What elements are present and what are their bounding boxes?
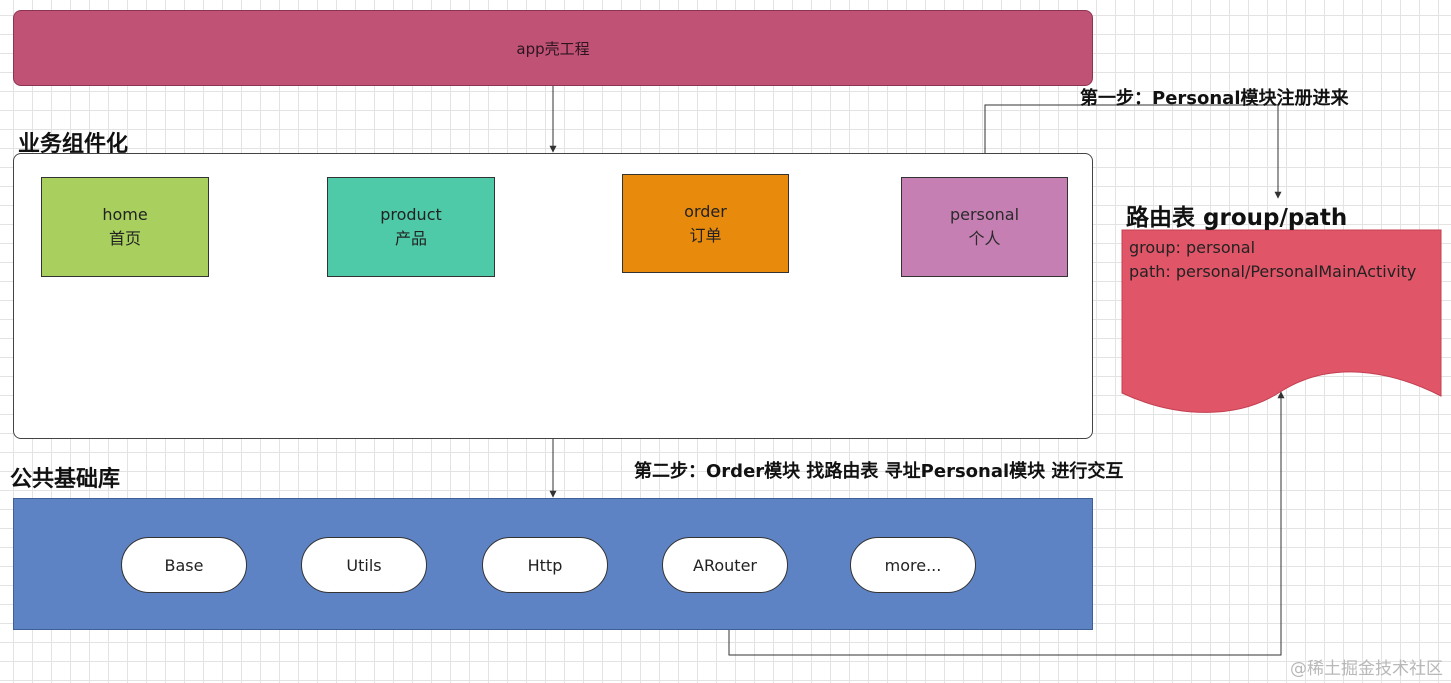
module-order-zh: 订单 bbox=[689, 225, 722, 245]
app-shell-label: app壳工程 bbox=[516, 39, 590, 58]
business-title: 业务组件化 bbox=[18, 132, 129, 157]
lib-more: more... bbox=[850, 537, 976, 593]
module-home: home 首页 bbox=[41, 177, 209, 277]
step2-label: 第二步：Order模块 找路由表 寻址Personal模块 进行交互 bbox=[634, 461, 1124, 482]
route-group-line: group: personal bbox=[1129, 238, 1256, 257]
lib-http: Http bbox=[482, 537, 608, 593]
module-home-en: home bbox=[102, 205, 148, 224]
lib-utils: Utils bbox=[301, 537, 427, 593]
module-personal-zh: 个人 bbox=[968, 229, 1001, 248]
lib-arouter: ARouter bbox=[662, 537, 788, 593]
module-personal: personal 个人 bbox=[901, 177, 1068, 277]
module-product-zh: 产品 bbox=[394, 229, 427, 248]
module-order: order 订单 bbox=[622, 174, 789, 273]
step1-label: 第一步：Personal模块注册进来 bbox=[1080, 88, 1349, 109]
lib-base: Base bbox=[121, 537, 247, 593]
module-order-en: order bbox=[684, 201, 727, 221]
arrow-personal-register bbox=[984, 104, 1282, 199]
watermark: @稀土掘金技术社区 bbox=[1290, 659, 1443, 679]
route-path-line: path: personal/PersonalMainActivity bbox=[1129, 262, 1417, 281]
module-personal-en: personal bbox=[949, 205, 1020, 224]
app-shell-box: app壳工程 bbox=[13, 10, 1093, 86]
module-product: product 产品 bbox=[327, 177, 495, 277]
module-home-zh: 首页 bbox=[108, 229, 141, 248]
route-table-title: 路由表 group/path bbox=[1126, 205, 1348, 231]
route-table-content: group: personal path: personal/PersonalM… bbox=[1129, 236, 1416, 284]
module-product-en: product bbox=[380, 205, 442, 224]
common-title: 公共基础库 bbox=[10, 467, 121, 492]
